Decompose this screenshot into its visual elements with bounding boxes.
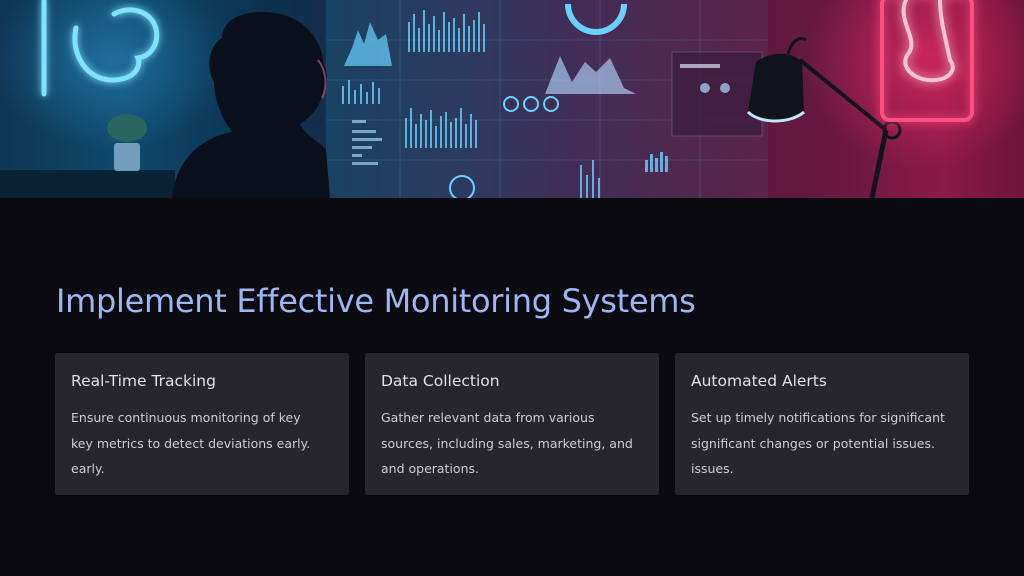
card-line: key metrics to detect deviations early. [71,435,311,451]
feature-cards: Real-Time Tracking Ensure continuous mon… [55,353,969,495]
card-line: early. [71,461,105,476]
hero-illustration [0,0,1024,198]
card-line: Set up timely notifications for signific… [691,410,945,425]
hero-image [0,0,1024,198]
card-line: Ensure continuous monitoring of key [71,410,301,425]
card-title: Automated Alerts [691,372,827,390]
card-description: Set up timely notifications for signific… [691,405,953,482]
slide-title: Implement Effective Monitoring Systems [56,282,696,320]
card-data-collection: Data Collection Gather relevant data fro… [365,353,659,495]
card-description: Ensure continuous monitoring of key key … [71,405,333,482]
card-line: issues. [691,461,734,476]
card-automated-alerts: Automated Alerts Set up timely notificat… [675,353,969,495]
card-real-time-tracking: Real-Time Tracking Ensure continuous mon… [55,353,349,495]
card-title: Data Collection [381,372,500,390]
card-line: significant changes or potential issues. [691,435,935,451]
card-line: and operations. [381,461,479,476]
card-line: Gather relevant data from various [381,410,595,425]
card-title: Real-Time Tracking [71,372,216,390]
card-line: sources, including sales, marketing, and [381,435,633,451]
card-description: Gather relevant data from various source… [381,405,643,482]
